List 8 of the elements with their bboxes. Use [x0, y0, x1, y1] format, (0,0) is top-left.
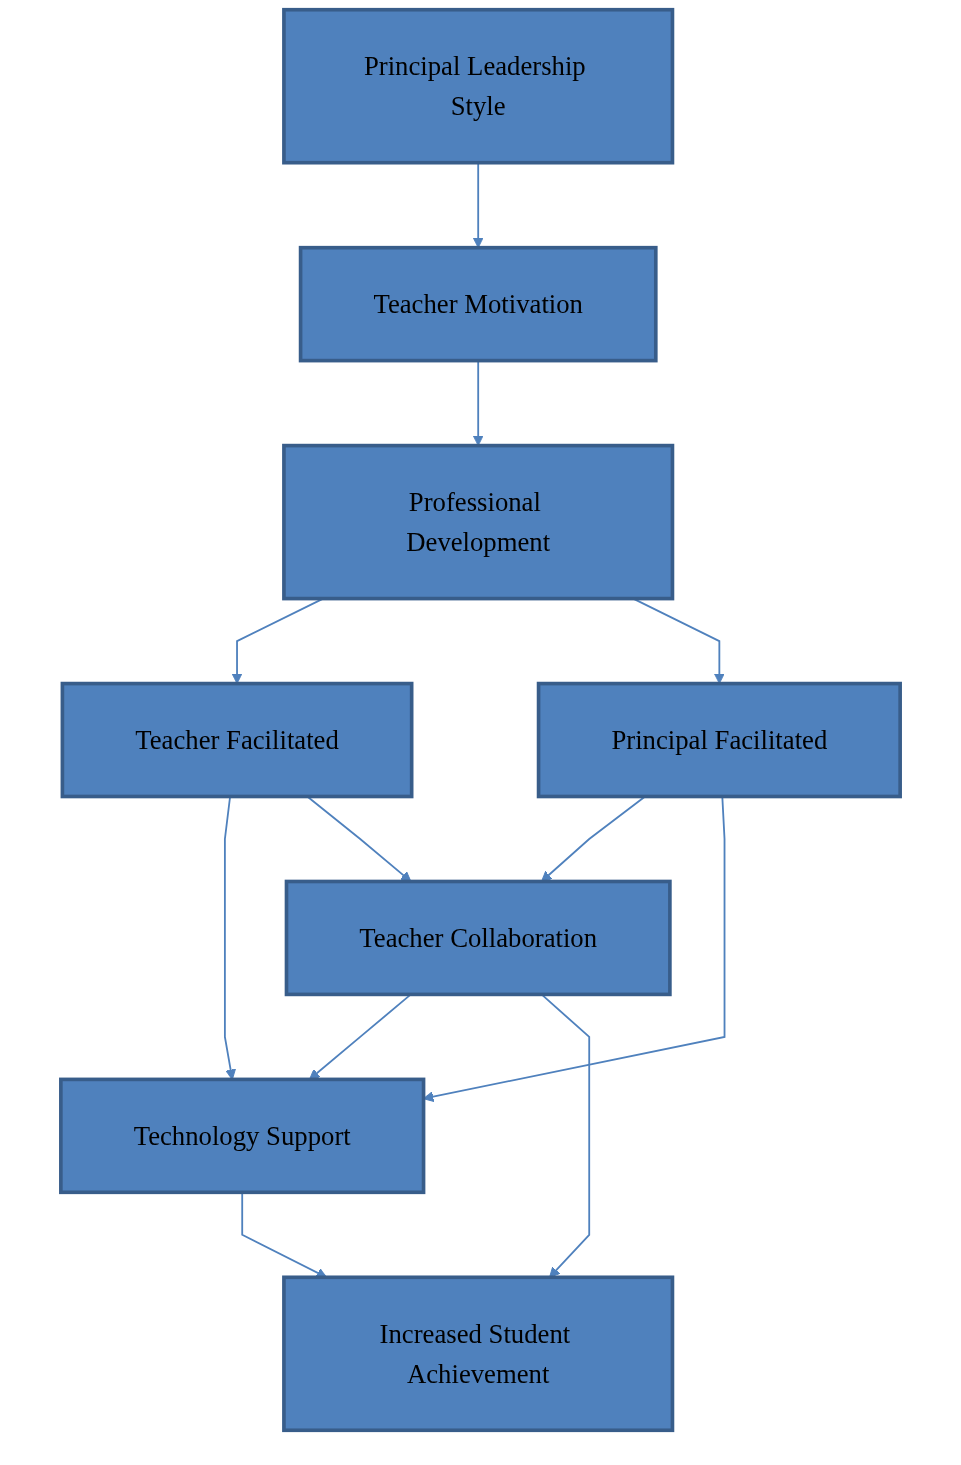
- node-box: Principal Leadership Style: [282, 7, 675, 165]
- node-box: Teacher Collaboration: [284, 879, 672, 997]
- node-box: Teacher Facilitated: [60, 681, 414, 799]
- node-box: Technology Support: [59, 1077, 426, 1195]
- node-box: Principal Facilitated: [536, 681, 902, 799]
- node-box: Professional Development: [282, 443, 675, 601]
- node-box: Teacher Motivation: [298, 245, 658, 363]
- node-box: Increased Student Achievement: [282, 1275, 675, 1433]
